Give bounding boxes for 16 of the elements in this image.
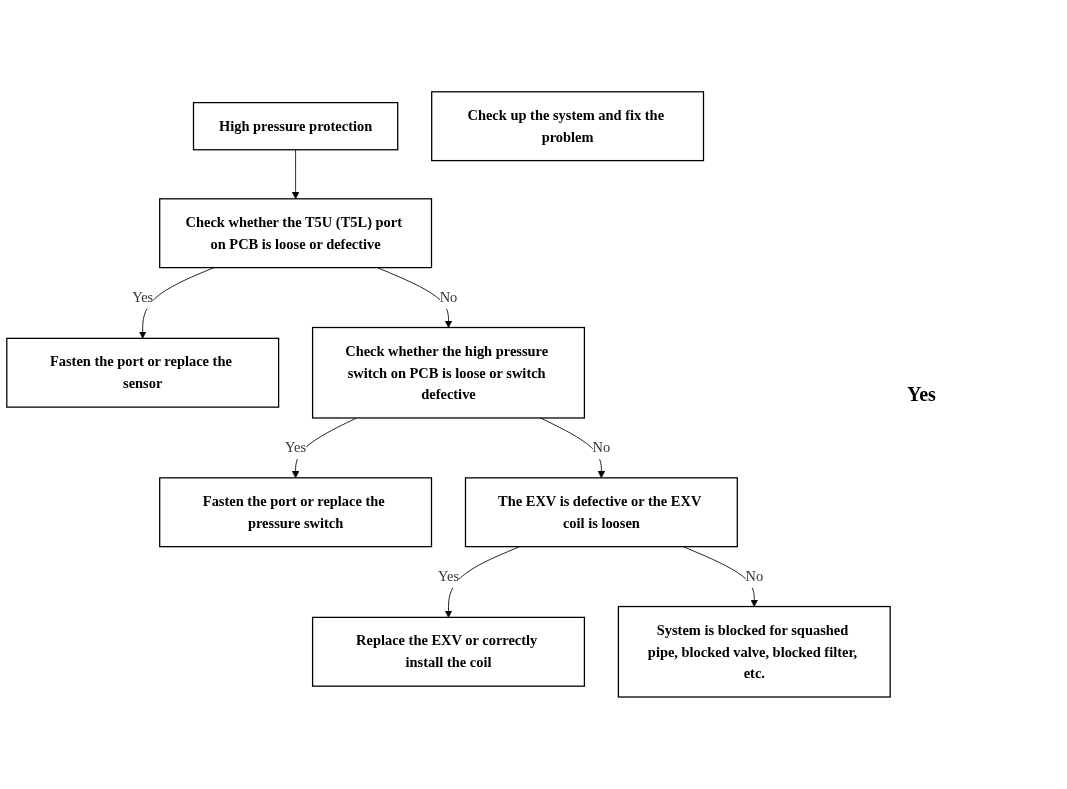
edge-label: Yes	[437, 568, 460, 585]
node-box: Fasten the port or replace the pressure switch	[159, 477, 433, 548]
node-box: The EXV is defective or the EXV coil is loosen	[464, 477, 738, 548]
node-box: Check whether the high pressure switch on PCB is loose or switch defective	[311, 326, 586, 419]
edge-label: Yes	[285, 439, 307, 456]
node-box: Replace the EXV or correctly install the coil	[311, 616, 586, 687]
edge-label: No	[745, 568, 764, 585]
node-box: Check whether the T5U (T5L) port on PCB is loose or defective	[159, 198, 433, 269]
edge-label: Yes	[132, 289, 154, 306]
node-box: Check up the system and fix the problem	[431, 91, 705, 162]
node-box: Fasten the port or replace the sensor	[6, 337, 280, 408]
branch-label: Yes	[907, 383, 936, 406]
node-box: High pressure protection	[192, 102, 399, 151]
node-box: System is blocked for squashed pipe, blocked valve, blocked filter, etc.	[617, 606, 891, 698]
edge-label: No	[439, 289, 458, 306]
edge-label: No	[592, 439, 611, 456]
